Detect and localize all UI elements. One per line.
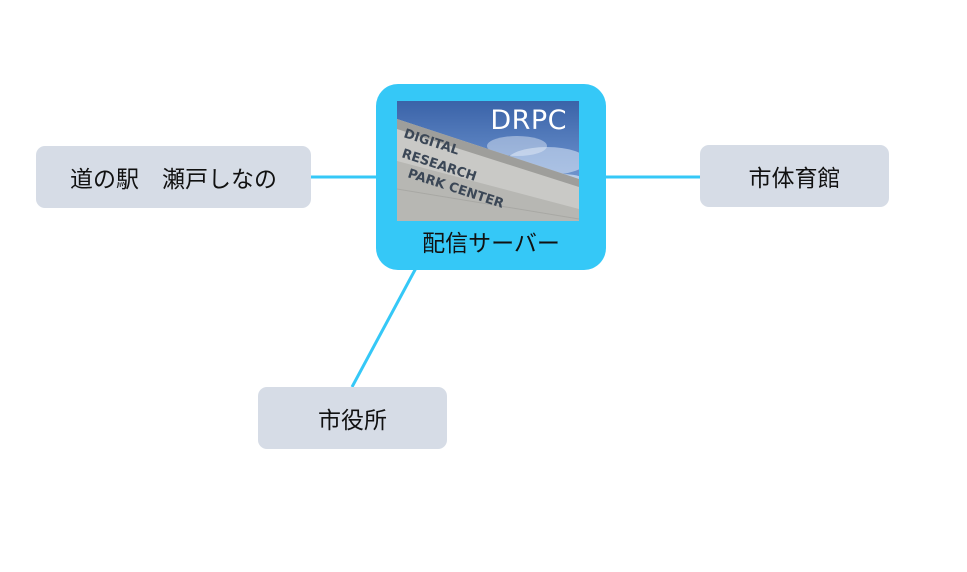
node-label: 道の駅 瀬戸しなの xyxy=(70,167,277,193)
building-illustration: DIGITAL RESEARCH PARK CENTER xyxy=(397,119,579,221)
node-city-hall[interactable]: 市役所 xyxy=(258,387,447,449)
building-photo: DIGITAL RESEARCH PARK CENTER DRPC xyxy=(397,101,579,221)
photo-caption: DRPC xyxy=(490,105,567,136)
hub-label: 配信サーバー xyxy=(422,231,560,257)
connector-to-cityhall xyxy=(350,267,418,388)
node-label: 市役所 xyxy=(318,408,387,434)
node-city-gymnasium[interactable]: 市体育館 xyxy=(700,145,889,207)
node-michi-no-eki-seto-shinano[interactable]: 道の駅 瀬戸しなの xyxy=(36,146,311,208)
hub-distribution-server[interactable]: DIGITAL RESEARCH PARK CENTER DRPC 配信サーバー xyxy=(376,84,606,270)
node-label: 市体育館 xyxy=(748,166,841,192)
